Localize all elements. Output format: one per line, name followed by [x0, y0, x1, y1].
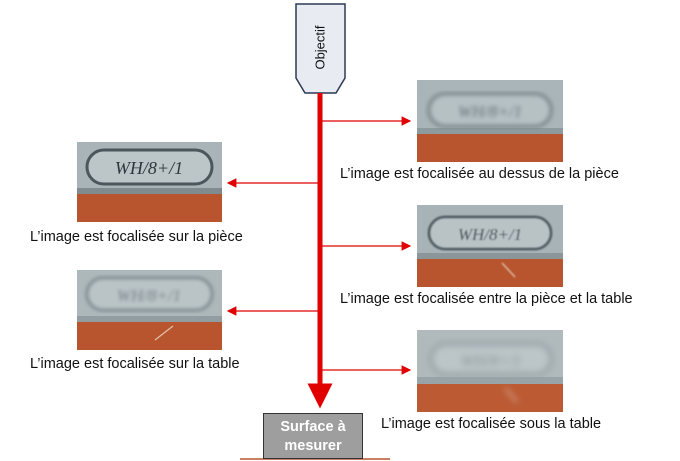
- photo-between-text: WH/8+/1: [458, 225, 522, 244]
- objective-label: Objectif: [312, 25, 328, 70]
- photo-piece-text: WH/8+/1: [115, 158, 183, 178]
- photo-above: WH/8+/1: [417, 80, 563, 162]
- photo-table: WH/8+/1: [77, 270, 222, 350]
- surface-label: Surface à mesurer: [280, 419, 346, 454]
- photo-table-text: WH/8+/1: [117, 286, 181, 305]
- photo-between: WH/8+/1: [417, 205, 563, 287]
- surface-box: Surface à mesurer: [263, 413, 363, 459]
- photo-above-text: WH/8+/1: [458, 102, 522, 121]
- photo-piece: WH/8+/1: [77, 142, 222, 222]
- objective-shape: [295, 3, 346, 94]
- photo-below: WH/8+/1: [417, 330, 563, 412]
- photo-below-text: WH/8+/1: [461, 353, 522, 370]
- caption-below: L’image est focalisée sous la table: [381, 416, 602, 432]
- caption-above: L’image est focalisée au dessus de la pi…: [340, 166, 619, 182]
- caption-between: L’image est focalisée entre la pièce et …: [340, 291, 633, 307]
- caption-table: L’image est focalisée sur la table: [30, 356, 240, 372]
- caption-piece: L’image est focalisée sur la pièce: [30, 229, 243, 245]
